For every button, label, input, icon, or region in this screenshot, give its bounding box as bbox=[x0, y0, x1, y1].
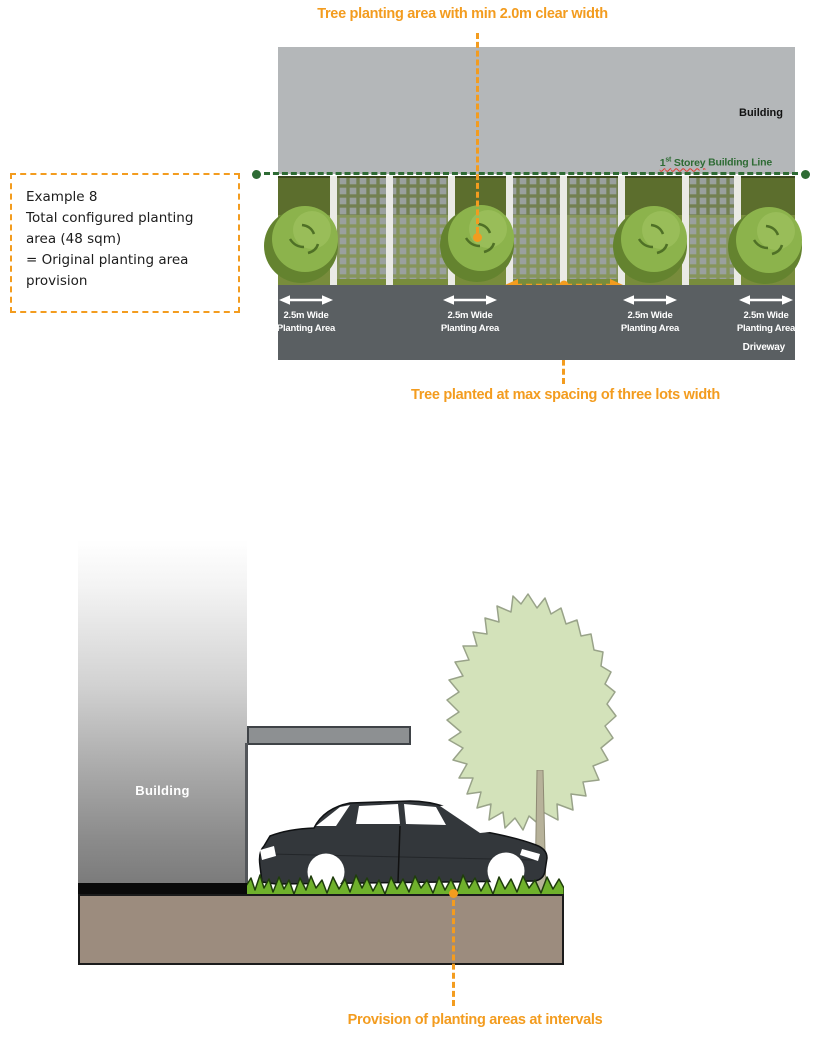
example-line-5: provision bbox=[26, 273, 88, 289]
ground-slab bbox=[78, 894, 564, 965]
width-arrow-icon bbox=[443, 295, 497, 305]
driveway-band: 2.5m Wide Planting Area 2.5m Wide Planti… bbox=[277, 285, 795, 360]
section-building-label: Building bbox=[135, 783, 190, 798]
building-base-strip bbox=[78, 883, 247, 894]
planting-area-label-1: 2.5m Wide Planting Area bbox=[246, 294, 366, 335]
provision-caption: Provision of planting areas at intervals bbox=[347, 1012, 603, 1028]
width-arrow-icon bbox=[623, 295, 677, 305]
example-line-3: area (48 sqm) bbox=[26, 231, 122, 247]
paved-lots bbox=[337, 178, 734, 279]
plan-tree-3 bbox=[613, 206, 687, 283]
example-line-1: Example 8 bbox=[26, 189, 98, 205]
example-line-2: Total configured planting bbox=[26, 210, 194, 226]
leader-line-clear-width bbox=[476, 33, 479, 233]
leader-dot-planting bbox=[449, 889, 458, 898]
leader-line-provision bbox=[452, 900, 455, 1006]
leader-dot-tree bbox=[473, 233, 482, 242]
plan-tree-1 bbox=[264, 206, 338, 283]
width-arrow-icon bbox=[739, 295, 793, 305]
width-arrow-icon bbox=[279, 295, 333, 305]
planting-area-label-4: 2.5m Wide Planting Area bbox=[706, 294, 819, 335]
building-line-dot-left bbox=[252, 170, 261, 179]
planting-strip-illustration bbox=[264, 176, 802, 285]
spacing-caption: Tree planted at max spacing of three lot… bbox=[411, 387, 720, 403]
building-line-dot-right bbox=[801, 170, 810, 179]
building-canopy bbox=[247, 726, 411, 745]
section-tree-canopy bbox=[446, 593, 617, 831]
plan-building-block: Building bbox=[278, 47, 795, 174]
section-building-block: Building bbox=[78, 540, 247, 884]
building-line-label-storey: 1st Storey bbox=[659, 156, 706, 169]
first-storey-building-line bbox=[264, 172, 798, 175]
top-caption-clear-width: Tree planting area with min 2.0m clear w… bbox=[317, 6, 608, 22]
example-callout-box: Example 8 Total configured planting area… bbox=[10, 173, 240, 313]
plan-building-label: Building bbox=[739, 107, 783, 119]
strip-top-edge bbox=[278, 176, 795, 178]
building-edge-line bbox=[245, 743, 248, 884]
driveway-label: Driveway bbox=[742, 342, 786, 353]
plan-tree-4 bbox=[728, 207, 802, 284]
example-line-4: = Original planting area bbox=[26, 252, 189, 268]
building-line-label: 1st Storey Building Line bbox=[659, 156, 772, 169]
planting-area-label-3: 2.5m Wide Planting Area bbox=[590, 294, 710, 335]
planting-area-label-2: 2.5m Wide Planting Area bbox=[410, 294, 530, 335]
shrub-row bbox=[246, 874, 564, 900]
